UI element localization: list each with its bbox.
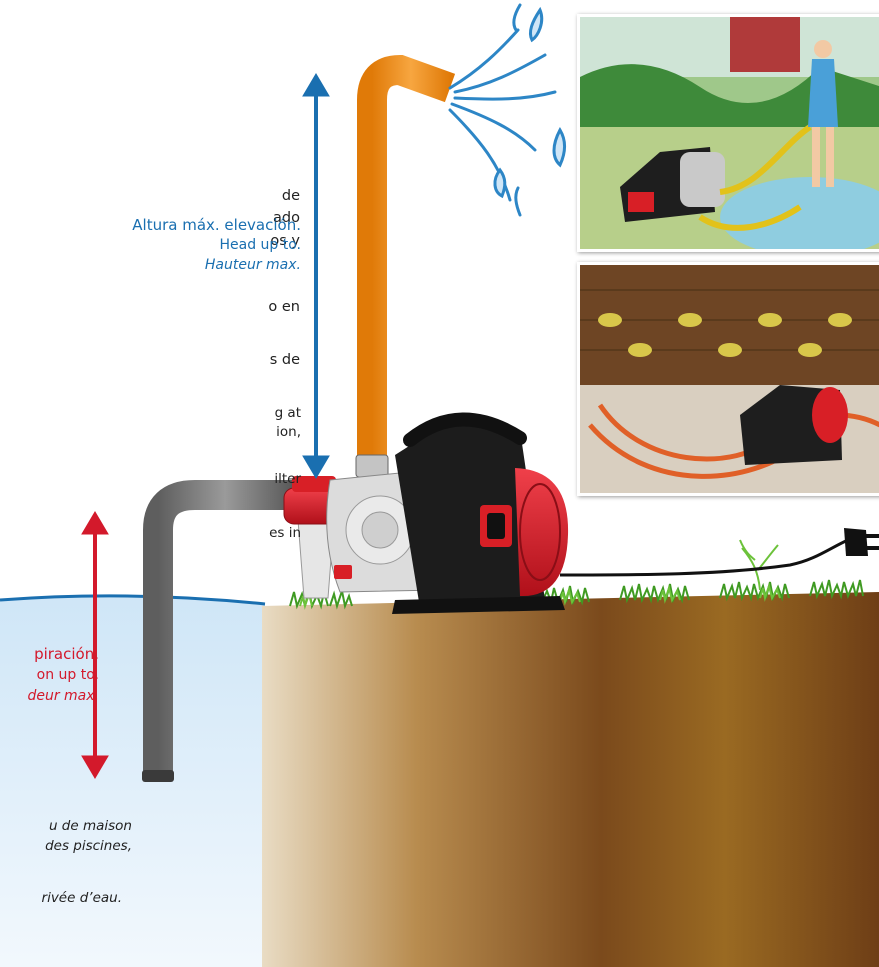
head-label-en: Head up to. [219,237,301,253]
soil-block [262,592,879,967]
en-text-line-4: es in [269,525,301,541]
fr-text-line-3: rivée d’eau. [41,890,122,906]
head-label-es: Altura máx. elevación. [132,216,301,234]
water-body [0,595,265,967]
pump-icon [283,412,569,614]
en-text-line-3: ilter [274,471,301,487]
fr-text-line-2: des piscines, [45,838,132,854]
suction-label-en: on up to. [36,667,99,683]
head-label-fr: Hauteur max. [204,257,301,273]
en-text-line-1: g at [274,405,301,421]
es-text-line-4: o en [268,299,300,315]
photo-garden-watering [577,14,879,252]
es-text-line-2: ado [273,210,300,226]
head-arrow [302,73,330,479]
power-plug-icon [844,528,879,556]
suction-arrow [81,511,109,779]
power-cable [559,538,849,577]
suction-pipe [143,480,292,780]
en-text-line-2: ion, [276,424,301,440]
suction-label-es: piración. [34,645,99,663]
es-text-line-5: s de [269,352,300,368]
water-surface-line [0,594,266,606]
suction-label-fr: deur max. [27,688,99,704]
photo-drip-irrigation [577,262,879,496]
fr-text-line-1: u de maison [48,818,132,834]
es-text-line-1: de [281,188,300,204]
water-spray-icon [448,3,566,217]
discharge-pipe [357,54,456,470]
es-text-line-3: os y [270,233,300,249]
